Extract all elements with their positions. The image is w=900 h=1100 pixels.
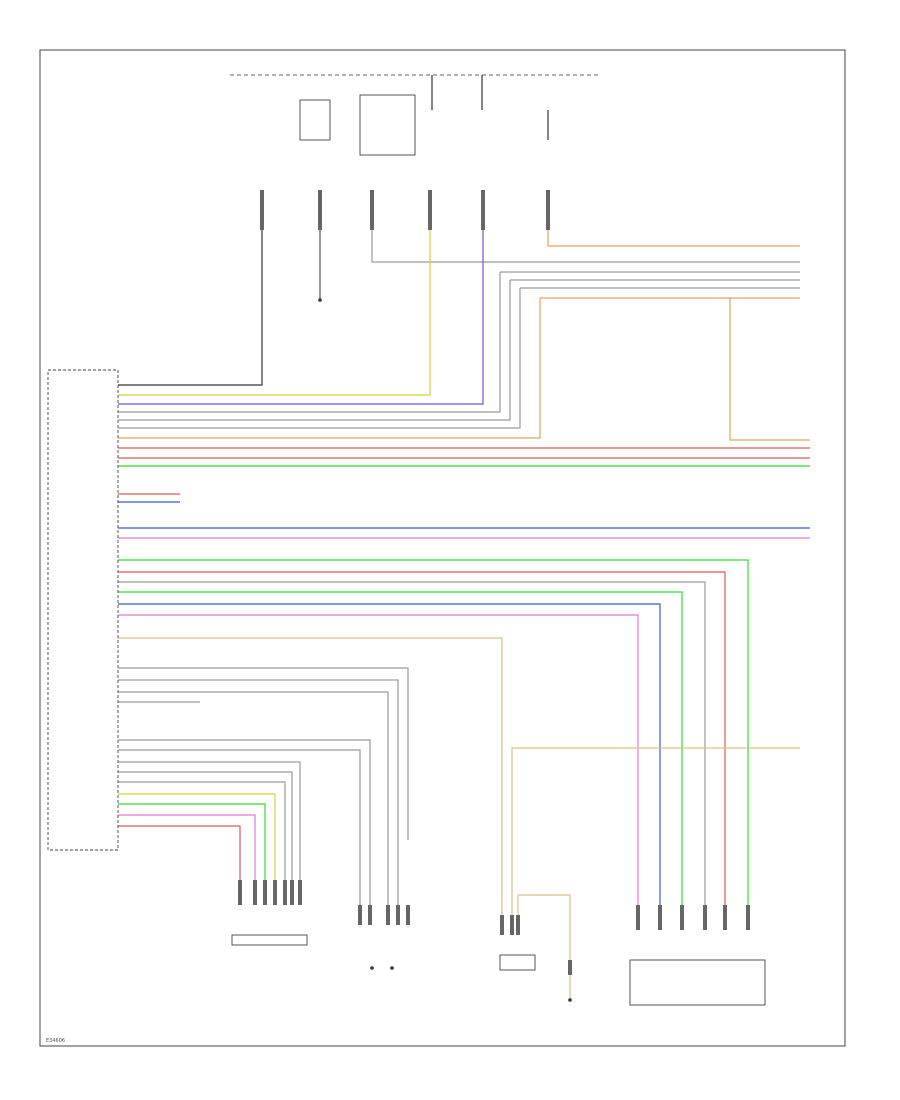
component-layer <box>47 94 766 1006</box>
sensor-connector-small <box>499 954 536 971</box>
fuse-block-center <box>359 94 416 156</box>
accel-sensor-connector <box>703 905 707 930</box>
fuse-block-left <box>299 99 331 141</box>
wire-layer <box>118 74 810 1000</box>
ecu-pin-wire <box>118 771 293 905</box>
throttle-body-connector <box>231 934 308 946</box>
connector-top-5 <box>481 190 485 230</box>
accelerator-position-sensor <box>629 959 766 1006</box>
throttle-sensor-connector <box>263 880 267 905</box>
ecu-pin-wire <box>118 581 706 910</box>
upper-right-harness-wire <box>371 230 800 263</box>
ground-connector-lower <box>568 960 572 975</box>
ecu-pin-wire <box>118 288 521 429</box>
ecu-pin-wire <box>118 230 484 405</box>
throttle-sensor-connector <box>283 880 287 905</box>
tan-ground-wire <box>517 894 571 1000</box>
ecu-pin-wire <box>118 230 431 396</box>
ecu-pin-wire <box>118 679 399 925</box>
diagram-frame <box>39 49 846 1047</box>
throttle-sensor-connector <box>253 880 257 905</box>
right-module-drop-wire <box>729 298 810 441</box>
ecu-pin-wire <box>118 591 683 910</box>
tan-connector <box>516 915 520 935</box>
accel-sensor-connector <box>658 905 662 930</box>
ecu-pin-wire <box>118 637 503 915</box>
ecu-pin-wire <box>118 280 511 421</box>
ecu-pin-wire <box>118 814 256 905</box>
ecu-pin-wire <box>118 761 301 905</box>
accel-sensor-connector <box>680 905 684 930</box>
ecu-pin-wire <box>118 559 749 910</box>
tan-connector <box>510 915 514 935</box>
upper-right-harness-wire <box>547 230 800 247</box>
ecu-pin-wire <box>118 272 501 413</box>
pedal-connector <box>396 905 400 925</box>
ground-point-lower <box>568 998 572 1002</box>
ecu-pin-wire <box>118 749 361 925</box>
ecu-pin-wire <box>118 298 541 439</box>
pedal-connector <box>386 905 390 925</box>
accel-sensor-connector <box>746 905 750 930</box>
throttle-sensor-connector <box>238 880 242 905</box>
engine-control-module <box>47 369 119 851</box>
accel-sensor-connector <box>636 905 640 930</box>
tan-branch-wire <box>511 747 800 915</box>
ecu-pin-wire <box>118 614 639 910</box>
ecu-pin-wire <box>118 825 241 905</box>
connector-top-6 <box>546 190 550 230</box>
pedal-connector <box>406 905 410 925</box>
ecu-pin-wire <box>118 739 371 925</box>
ecu-pin-wire <box>118 803 266 905</box>
connector-top-4 <box>428 190 432 230</box>
connector-top-1 <box>260 190 264 230</box>
ground-point-pedal-2 <box>390 966 394 970</box>
tan-connector <box>500 915 504 935</box>
pedal-connector <box>368 905 372 925</box>
ecu-pin-wire <box>118 603 661 910</box>
ground-point-pedal <box>370 966 374 970</box>
pedal-connector <box>358 905 362 925</box>
throttle-sensor-connector <box>290 880 294 905</box>
ecu-pin-wire <box>118 691 389 925</box>
ecu-pin-wire <box>118 571 726 910</box>
throttle-sensor-connector <box>273 880 277 905</box>
diagram-id: E34606 <box>46 1038 65 1044</box>
accel-sensor-connector <box>723 905 727 930</box>
connector-top-3 <box>370 190 374 230</box>
ecu-pin-wire <box>118 793 276 905</box>
ecu-pin-wire <box>118 781 286 905</box>
ecu-pin-wire <box>118 667 409 840</box>
connector-top-2 <box>318 190 322 230</box>
throttle-sensor-connector <box>298 880 302 905</box>
ground-point-top <box>318 298 322 302</box>
ecu-pin-wire <box>118 230 263 386</box>
